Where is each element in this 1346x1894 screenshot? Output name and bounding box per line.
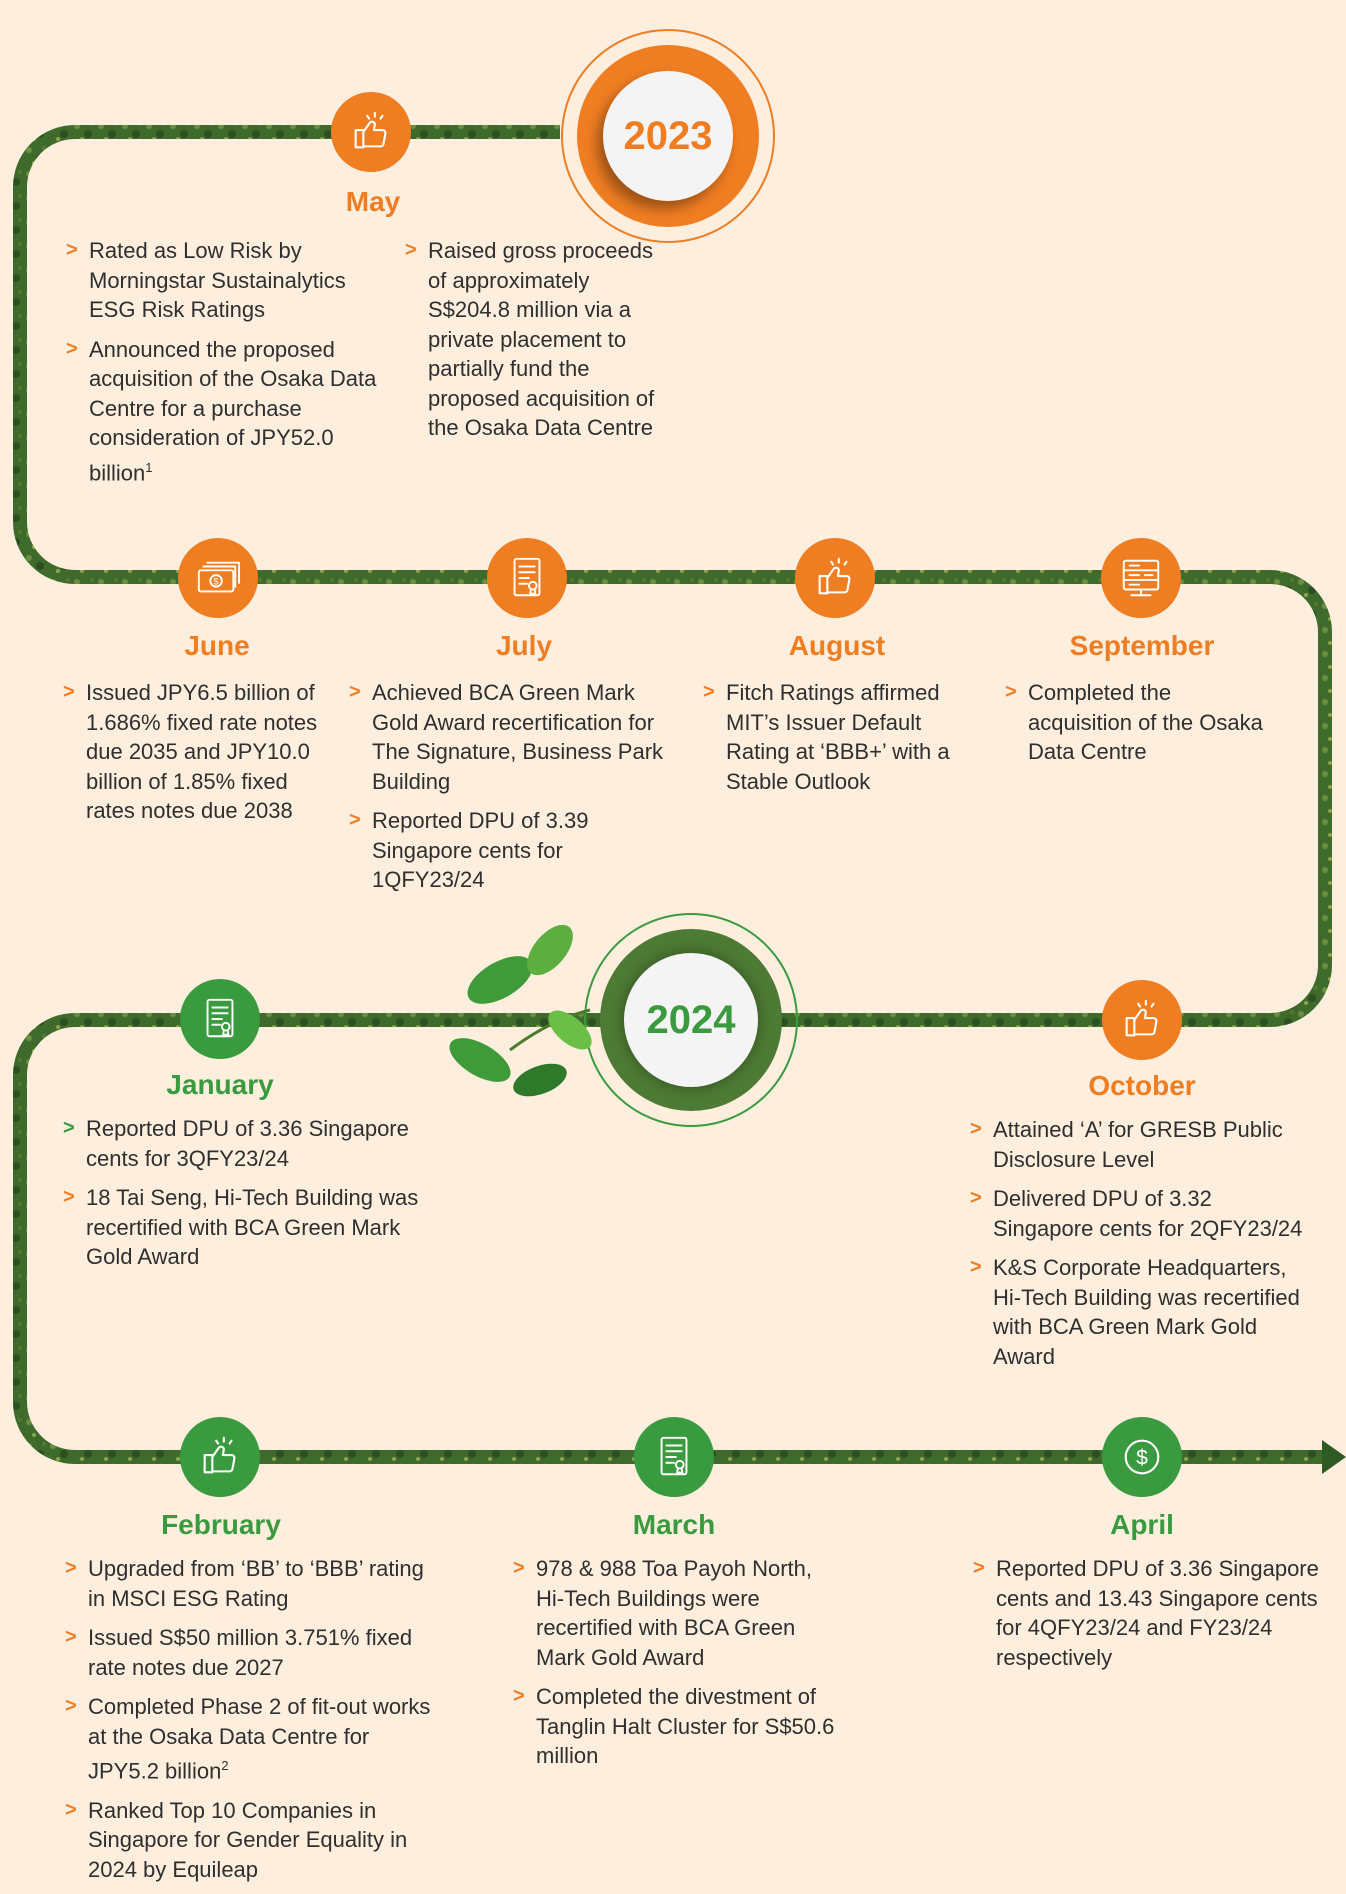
march-item-1: >978 & 988 Toa Payoh North, Hi-Tech Buil… — [513, 1556, 813, 1670]
october-list: >Attained ‘A’ for GRESB Public Disclosur… — [970, 1115, 1310, 1381]
may-left-list: >Rated as Low Risk by Morningstar Sustai… — [66, 236, 386, 497]
month-may: May — [345, 186, 401, 217]
april-item-1: >Reported DPU of 3.36 Singapore cents an… — [973, 1556, 1319, 1670]
month-april: April — [1110, 1509, 1174, 1540]
september-list: >Completed the acquisition of the Osaka … — [1005, 678, 1265, 777]
march-item-2: >Completed the divestment of Tanglin Hal… — [513, 1684, 835, 1768]
october-thumbs-up-icon — [1102, 980, 1182, 1060]
february-list: >Upgraded from ‘BB’ to ‘BBB’ rating in M… — [65, 1554, 435, 1894]
september-server-icon — [1101, 538, 1181, 618]
january-certificate-icon — [180, 979, 260, 1059]
february-item-1: >Upgraded from ‘BB’ to ‘BBB’ rating in M… — [65, 1556, 424, 1611]
month-march: March — [632, 1509, 716, 1540]
july-list: >Achieved BCA Green Mark Gold Award rece… — [349, 678, 679, 905]
year-2024-medal: 2024 — [600, 929, 782, 1111]
may-item-3: >Raised gross proceeds of approximately … — [405, 238, 655, 440]
month-august: August — [788, 630, 886, 661]
month-june: June — [184, 630, 250, 661]
year-2024-label: 2024 — [624, 953, 758, 1087]
year-2023-label: 2023 — [603, 71, 733, 201]
month-february: February — [161, 1509, 281, 1540]
june-list: >Issued JPY6.5 billion of 1.686% fixed r… — [63, 678, 323, 836]
july-item-2: >Reported DPU of 3.39 Singapore cents fo… — [349, 808, 589, 892]
march-list: >978 & 988 Toa Payoh North, Hi-Tech Buil… — [513, 1554, 843, 1781]
month-october: October — [1088, 1070, 1196, 1101]
may-item-2: >Announced the proposed acquisition of t… — [66, 336, 377, 485]
october-item-2: >Delivered DPU of 3.32 Singapore cents f… — [970, 1186, 1303, 1241]
march-certificate-icon — [634, 1417, 714, 1497]
february-item-3: >Completed Phase 2 of fit-out works at t… — [65, 1694, 431, 1784]
june-item-1: >Issued JPY6.5 billion of 1.686% fixed r… — [63, 680, 318, 823]
july-item-1: >Achieved BCA Green Mark Gold Award rece… — [349, 680, 664, 794]
april-list: >Reported DPU of 3.36 Singapore cents an… — [973, 1554, 1343, 1682]
february-thumbs-up-icon — [180, 1417, 260, 1497]
timeline-arrowhead — [1322, 1440, 1346, 1474]
august-list: >Fitch Ratings affirmed MIT’s Issuer Def… — [703, 678, 983, 806]
footnote-1: 1 — [145, 459, 153, 475]
year-2023-ring: 2023 — [561, 29, 775, 243]
october-item-3: >K&S Corporate Headquarters, Hi-Tech Bui… — [970, 1255, 1300, 1369]
june-banknotes-icon: $ — [178, 538, 258, 618]
may-thumbs-up-icon — [331, 92, 411, 172]
september-item-1: >Completed the acquisition of the Osaka … — [1005, 680, 1263, 764]
july-certificate-icon — [487, 538, 567, 618]
april-dollar-circle-icon: $ — [1102, 1417, 1182, 1497]
svg-text:$: $ — [213, 577, 219, 588]
month-july: July — [495, 630, 553, 661]
leaves-icon — [449, 924, 592, 1097]
february-item-4: >Ranked Top 10 Companies in Singapore fo… — [65, 1797, 408, 1882]
may-item-1: >Rated as Low Risk by Morningstar Sustai… — [66, 238, 346, 322]
january-item-2: >18 Tai Seng, Hi-Tech Building was recer… — [63, 1185, 419, 1269]
october-item-1: >Attained ‘A’ for GRESB Public Disclosur… — [970, 1117, 1283, 1172]
august-thumbs-up-icon — [795, 538, 875, 618]
svg-text:$: $ — [1136, 1447, 1148, 1470]
may-right-list: >Raised gross proceeds of approximately … — [405, 236, 675, 453]
year-2024-ring: 2024 — [584, 913, 798, 1127]
january-item-1: >Reported DPU of 3.36 Singapore cents fo… — [63, 1116, 409, 1171]
august-item-1: >Fitch Ratings affirmed MIT’s Issuer Def… — [703, 680, 950, 794]
january-list: >Reported DPU of 3.36 Singapore cents fo… — [63, 1114, 423, 1282]
footnote-2: 2 — [221, 1758, 229, 1773]
month-january: January — [166, 1069, 274, 1100]
february-item-2: >Issued S$50 million 3.751% fixed rate n… — [65, 1625, 413, 1680]
month-september: September — [1069, 630, 1215, 661]
year-2023-medal: 2023 — [577, 45, 759, 227]
